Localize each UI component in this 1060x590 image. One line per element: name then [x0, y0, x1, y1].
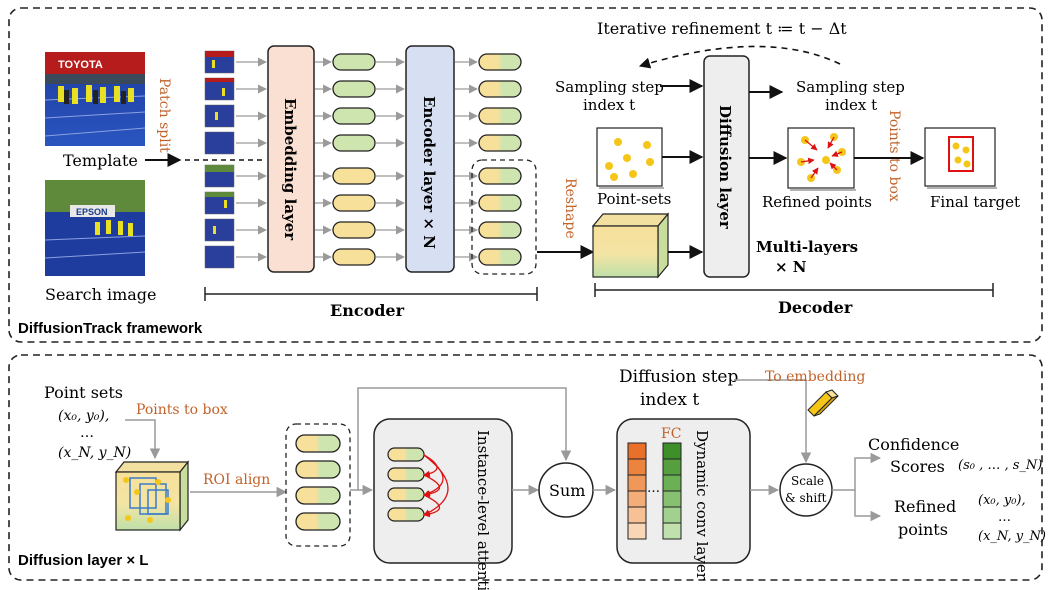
fc-ellipsis: … [647, 481, 660, 496]
confidence-line1: Confidence [868, 435, 959, 454]
point-last: (x_N, y_N) [58, 445, 131, 461]
final-target-box [948, 136, 974, 172]
dynamic-conv-box [616, 418, 751, 564]
iterative-refinement-arrow [638, 45, 841, 69]
refined-line2: points [898, 520, 948, 539]
diffusion-layer-title: Diffusion layer × L [18, 552, 148, 569]
diffusion-layer-box [703, 55, 750, 278]
fc-orange-column [627, 442, 647, 540]
points-to-box-label: Points to box [886, 110, 902, 202]
fc-label: FC [661, 426, 681, 442]
scores-values: (s₀ , … , s_N) [958, 458, 1042, 473]
refined-last: (x_N, y_N) [978, 529, 1046, 544]
sum-label: Sum [549, 481, 585, 500]
epson-sign: EPSON [76, 207, 108, 217]
template-photo: TOYOTA [44, 52, 146, 146]
fc-green-column [662, 442, 682, 540]
scale-shift-line1: Scale [791, 474, 824, 488]
encoded-tokens [478, 53, 522, 266]
roi-token-group [285, 423, 351, 547]
final-target-label: Final target [930, 193, 1020, 211]
search-label: Search image [45, 285, 157, 304]
refined-points-panel [787, 127, 855, 189]
confidence-line2: Scores [890, 457, 945, 476]
point-dots: … [80, 425, 94, 441]
feature-cube [591, 212, 670, 279]
encoder-label: Encoder [330, 301, 405, 320]
attention-tokens [387, 447, 425, 522]
roi-tokens [295, 434, 341, 531]
token-to-encoder-arrows [376, 57, 405, 262]
encoder-to-token-arrows [455, 57, 478, 262]
sampling-step-left-line1: Sampling step [555, 78, 664, 96]
diffusion-layer-panel [8, 354, 1043, 581]
encoder-layer-box [405, 45, 455, 273]
point-first: (x₀, y₀), [58, 408, 109, 424]
template-label: Template [63, 151, 138, 170]
search-photo: EPSON [44, 180, 146, 276]
multi-layers-line1: Multi-layers [756, 238, 858, 256]
sampling-step-right-line2: index t [825, 96, 877, 114]
point-sets-dots [605, 138, 654, 181]
decoder-label: Decoder [778, 298, 853, 317]
diffusion-step-line1: Diffusion step [619, 367, 738, 387]
step-to-scale-arrow [734, 379, 812, 464]
refined-first: (x₀, y₀), [978, 493, 1026, 508]
patch-tiles [204, 50, 235, 269]
embedding-to-token-arrows [315, 57, 332, 262]
point-sets-label: Point-sets [597, 190, 671, 208]
diffusion-layer-label: Diffusion layer [716, 105, 734, 230]
iterative-refinement-label: Iterative refinement t ≔ t − Δt [597, 19, 847, 38]
diffusion-step-line2: index t [640, 390, 699, 410]
search-token-group [471, 159, 537, 275]
multi-layers-line2: × N [775, 258, 807, 276]
encoder-layer-label: Encoder layer × N [420, 96, 438, 249]
scale-shift-line2: & shift [785, 491, 827, 505]
instance-attention-label: Instance-level attention [474, 430, 492, 590]
embedding-layer-label: Embedding layer [281, 98, 299, 241]
refined-line1: Refined [894, 497, 956, 516]
dynamic-conv-label: Dynamic conv layer [693, 430, 711, 581]
point-sets-title: Point sets [44, 383, 123, 402]
framework-label: DiffusionTrack framework [18, 320, 203, 337]
skip-connection [357, 387, 572, 490]
toyota-sign: TOYOTA [58, 59, 103, 71]
refined-dots: … [998, 510, 1011, 525]
reshape-label: Reshape [562, 178, 578, 239]
bottom-points-to-box-label: Points to box [136, 402, 228, 418]
decoder-bracket [594, 283, 994, 297]
patch-split-label: Patch split [156, 78, 172, 153]
roi-dots [123, 477, 171, 523]
roi-align-label: ROI align [203, 472, 270, 488]
points-branch-arrow [854, 490, 882, 522]
embedded-tokens [332, 53, 376, 266]
scale-shift-node [779, 463, 833, 517]
sampling-step-right-line1: Sampling step [796, 78, 905, 96]
scores-branch-arrow [832, 452, 882, 491]
refined-points-vectors [800, 136, 843, 179]
embedding-layer-box [267, 45, 315, 273]
framework-panel [8, 7, 1043, 343]
patch-to-embedding-arrows [236, 57, 267, 262]
sampling-step-left-line2: index t [583, 96, 635, 114]
to-embedding-label: To embedding [765, 369, 865, 385]
points-to-box-connector [125, 419, 161, 460]
refined-points-label: Refined points [762, 193, 872, 211]
final-target-dots [952, 142, 971, 168]
attention-links [423, 454, 449, 518]
encoder-bracket [204, 287, 538, 301]
embedding-block-icon [807, 389, 839, 417]
